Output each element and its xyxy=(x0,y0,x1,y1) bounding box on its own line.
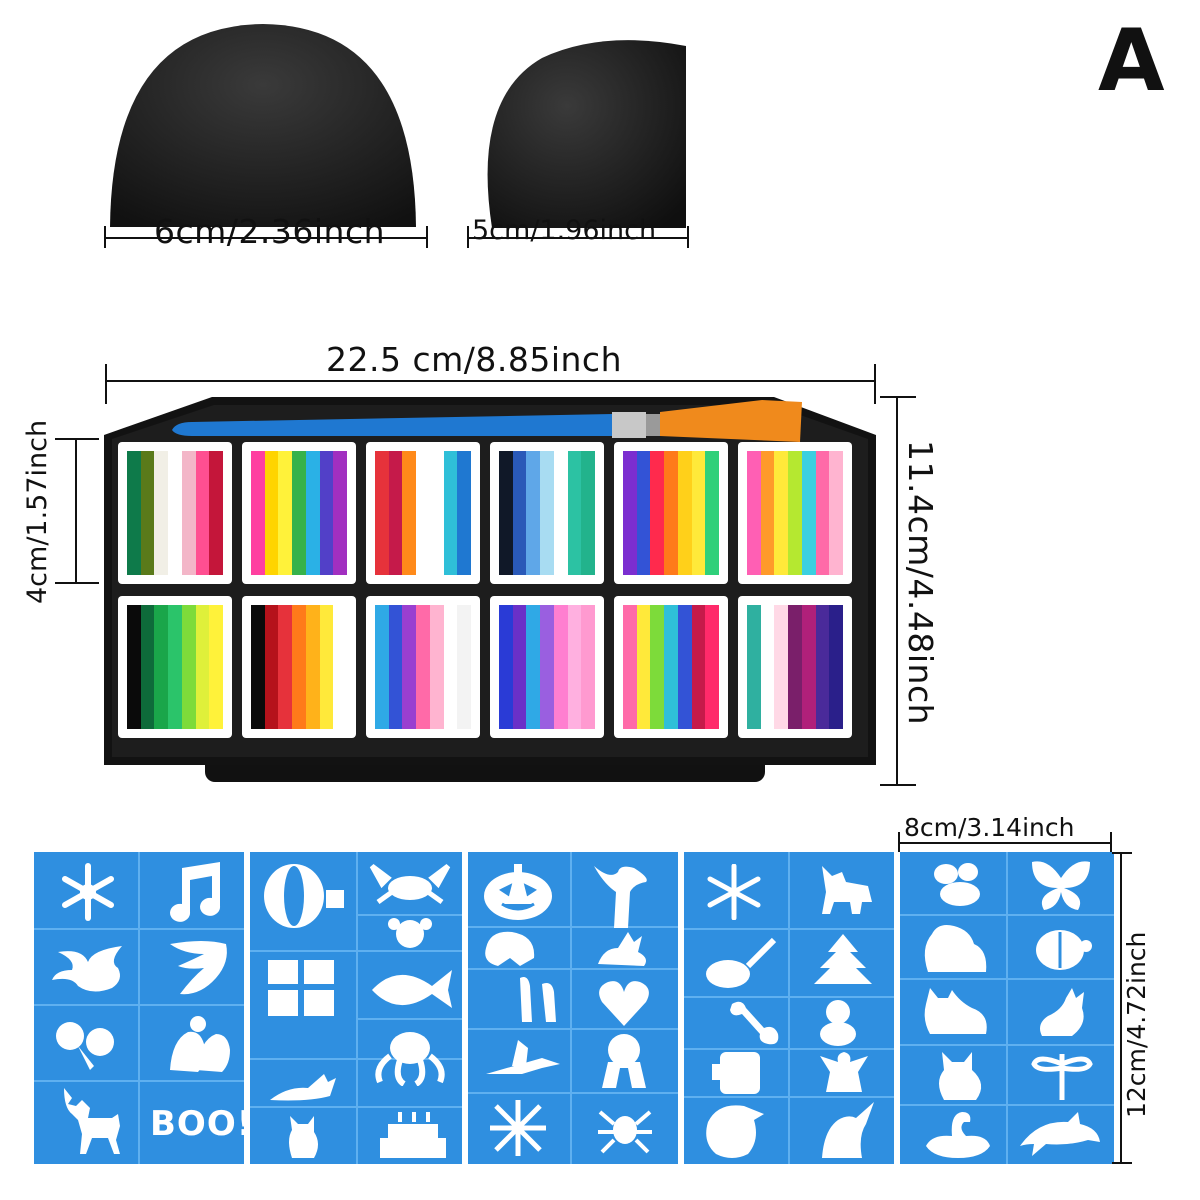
palette-width-dimension: 22.5 cm/8.85inch xyxy=(326,340,622,379)
angel-icon xyxy=(820,1052,868,1092)
panda-icon xyxy=(388,918,432,948)
deer-icon xyxy=(822,866,872,914)
teardrop-sponge xyxy=(487,40,686,228)
palette-height-dimension: 11.4cm/4.48inch xyxy=(901,440,940,726)
dimension-line xyxy=(104,237,428,239)
reindeer-icon xyxy=(64,1088,120,1154)
dimension-line xyxy=(898,842,1112,844)
birthday-cake-icon xyxy=(380,1112,446,1158)
ghost-icon xyxy=(485,931,535,966)
santa-face-icon xyxy=(706,1105,764,1158)
black-cat-icon xyxy=(598,932,646,966)
dimension-tick xyxy=(874,364,876,404)
dimension-tick xyxy=(1112,852,1132,854)
music-note-icon xyxy=(170,862,221,922)
dimension-tick xyxy=(105,364,107,404)
pan-height-dimension: 4cm/1.57inch xyxy=(22,419,53,604)
dimension-tick xyxy=(55,438,99,440)
wing-icon xyxy=(170,941,227,995)
bee-icon xyxy=(934,863,980,906)
cat-curled-icon xyxy=(924,988,987,1034)
spider-icon xyxy=(598,1110,652,1154)
bear-icon xyxy=(924,925,987,972)
stencil-sheet-5 xyxy=(900,852,1114,1164)
paint-brush xyxy=(172,400,802,442)
sponge-half-dimension: 6cm/2.36inch xyxy=(154,212,386,251)
witch-icon xyxy=(486,1040,560,1074)
footprints-icon xyxy=(520,977,556,1022)
face-paint-palette-case xyxy=(104,397,876,765)
dragonfly-icon xyxy=(1031,1054,1093,1100)
fish-icon xyxy=(372,970,452,1008)
ghost-tree-icon xyxy=(594,866,647,928)
christmas-tree-icon xyxy=(814,934,872,984)
snowflake-icon xyxy=(707,864,761,920)
dimension-tick xyxy=(1110,832,1112,852)
dimension-tick xyxy=(1112,1162,1132,1164)
dimension-tick xyxy=(55,582,99,584)
dolphin-icon xyxy=(1020,1112,1100,1156)
sponge-drop-dimension: 5cm/1.96inch xyxy=(472,215,657,246)
dimension-line xyxy=(1120,852,1122,1164)
gift-box-icon xyxy=(268,960,334,1016)
dimension-line xyxy=(106,380,876,382)
ladybug-icon xyxy=(1036,930,1092,970)
guitar-icon xyxy=(706,937,777,988)
dimension-line xyxy=(896,396,898,786)
cat-sitting-icon xyxy=(939,1052,982,1100)
jar-icon xyxy=(712,1052,760,1094)
cat-lying-icon xyxy=(270,1074,336,1101)
cat-sitting-icon xyxy=(289,1116,318,1158)
dimension-tick xyxy=(104,226,106,248)
unicorn-icon xyxy=(822,1102,874,1158)
stencil-sheet-3 xyxy=(468,852,678,1164)
swirl-hearts-icon xyxy=(599,981,649,1026)
pumpkin-icon xyxy=(484,864,552,920)
snowflake-icon xyxy=(62,863,114,921)
cat-tail-icon xyxy=(1040,988,1084,1036)
dimension-tick xyxy=(898,832,900,852)
stencil-sheet-2 xyxy=(250,852,462,1164)
snowman-icon xyxy=(820,1000,856,1046)
hot-air-balloon-icon xyxy=(264,864,344,928)
swan-icon xyxy=(926,1112,990,1158)
variant-label: A xyxy=(1098,11,1165,111)
stencil-width-dimension: 8cm/3.14inch xyxy=(904,813,1075,842)
boo-stencil-text: BOO! xyxy=(150,1104,254,1144)
flame-icon xyxy=(52,946,122,992)
stencil-height-dimension: 12cm/4.72inch xyxy=(1122,931,1151,1118)
half-moon-sponge xyxy=(110,24,416,227)
dimension-line xyxy=(75,438,77,583)
stencil-sheet-1: BOO! xyxy=(34,852,252,1164)
dimension-line xyxy=(467,237,689,239)
dimension-tick xyxy=(880,784,916,786)
spider-web-icon xyxy=(490,1100,546,1156)
dimension-tick xyxy=(467,226,469,248)
bone-icon xyxy=(730,1001,779,1045)
balloons-icon xyxy=(56,1022,114,1070)
dimension-tick xyxy=(687,226,689,248)
crab-icon xyxy=(369,864,451,905)
dimension-tick xyxy=(426,226,428,248)
bells-icon xyxy=(170,1016,230,1072)
skeleton-icon xyxy=(602,1034,646,1088)
butterfly-icon xyxy=(1032,861,1090,910)
octopus-icon xyxy=(375,1032,445,1086)
dimension-tick xyxy=(880,396,916,398)
stencil-sheet-4 xyxy=(684,852,894,1164)
